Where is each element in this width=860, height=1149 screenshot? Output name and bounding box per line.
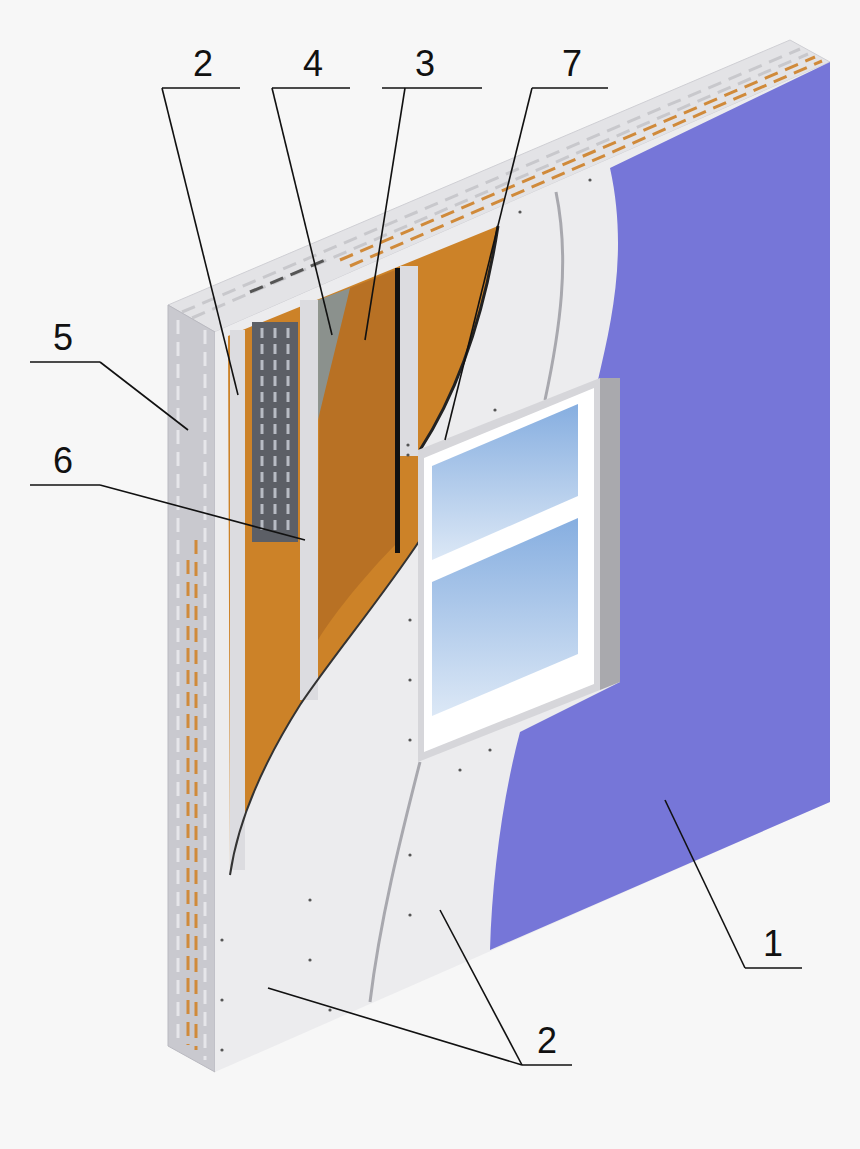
- callout-number: 4: [303, 44, 323, 84]
- cut-edge: [420, 226, 498, 450]
- drywall: [215, 62, 830, 1072]
- window-frame: [424, 388, 594, 752]
- callout-number: 1: [763, 924, 783, 964]
- window-reveal: [600, 378, 620, 690]
- gap: [395, 268, 400, 553]
- profile-slots: [262, 328, 288, 536]
- callout-number: 5: [53, 318, 73, 358]
- cut-edge: [230, 540, 420, 875]
- seam: [545, 192, 563, 400]
- vapour-layer: [318, 288, 350, 420]
- stud: [300, 300, 318, 700]
- side-dashes: [178, 320, 205, 1060]
- stud: [400, 266, 418, 456]
- seam: [370, 762, 420, 1002]
- callout-number: 3: [415, 44, 435, 84]
- callout-number: 6: [53, 441, 73, 481]
- metal-profile: [252, 322, 298, 542]
- screw-dots: [220, 178, 591, 1051]
- stud: [230, 330, 245, 870]
- callout-number: 2: [537, 1021, 557, 1061]
- callout-number: 7: [562, 44, 582, 84]
- callout-number: 2: [193, 44, 213, 84]
- leader-lines: [30, 88, 802, 1065]
- window-pane: [432, 518, 578, 716]
